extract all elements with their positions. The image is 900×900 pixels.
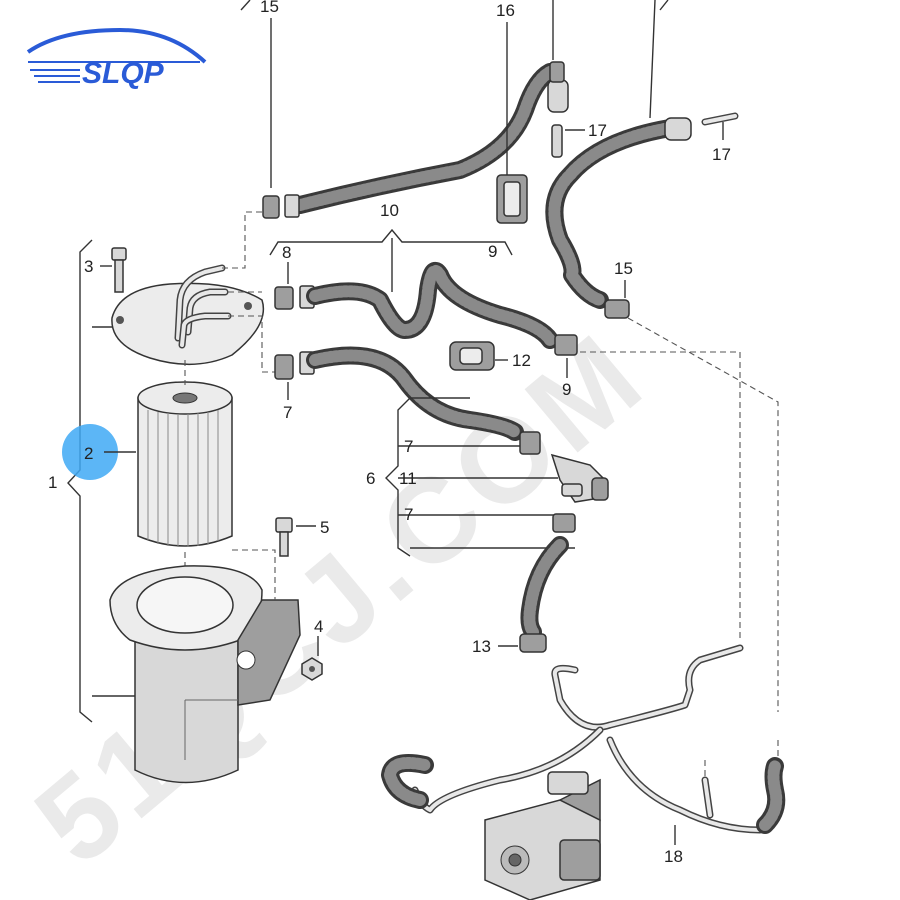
fuel-pump — [484, 771, 601, 900]
bracket-1 — [67, 239, 93, 723]
hose-lower-right — [756, 757, 786, 834]
callout-6: 6 — [366, 469, 375, 488]
callout-17-left: 17 — [588, 121, 607, 140]
callout-18: 18 — [664, 847, 683, 866]
clip-bracket — [496, 174, 528, 224]
callout-7-mid: 7 — [404, 437, 413, 456]
hose-10-upper — [291, 63, 559, 214]
clamp-9-right — [554, 334, 578, 356]
filter-element-2 — [137, 381, 233, 547]
hose-lower-left — [381, 754, 434, 809]
pipe-17-b — [701, 112, 739, 126]
callout-16: 16 — [496, 1, 515, 20]
brand-logo: SLQP — [26, 27, 207, 90]
callout-7-left: 7 — [283, 403, 292, 422]
callout-9-top: 9 — [488, 242, 497, 261]
hose-return-right — [545, 117, 692, 309]
callout-15-top: 15 — [260, 0, 279, 16]
callout-10: 10 — [380, 201, 399, 220]
clamp-13 — [519, 633, 547, 653]
callout-7-low: 7 — [404, 505, 413, 524]
connector-16 — [547, 61, 569, 113]
callout-4: 4 — [314, 617, 323, 636]
hose-9-mid — [306, 262, 559, 349]
clamp-15-top — [262, 194, 300, 219]
hose-lower — [520, 536, 569, 641]
filter-housing — [109, 565, 301, 784]
logo-text: SLQP — [82, 57, 165, 90]
callout-8: 8 — [282, 243, 291, 262]
hose-7-lower — [306, 346, 524, 441]
callout-3: 3 — [84, 257, 93, 276]
bolt-5 — [275, 517, 293, 557]
callout-17-right: 17 — [712, 145, 731, 164]
callout-2: 2 — [84, 444, 93, 463]
connector-11 — [550, 453, 609, 503]
bracket-10 — [269, 228, 513, 256]
callout-13: 13 — [472, 637, 491, 656]
bracket-6 — [385, 397, 411, 557]
callout-11: 11 — [399, 469, 417, 488]
callout-9-right: 9 — [562, 380, 571, 399]
nut-4 — [301, 657, 323, 681]
callout-12: 12 — [512, 351, 531, 370]
clip-12 — [449, 341, 495, 371]
clamp-7-low — [552, 513, 576, 533]
callout-5: 5 — [320, 518, 329, 537]
screw-3 — [111, 247, 127, 293]
filter-lid — [111, 264, 265, 365]
pipe-17-a — [551, 124, 563, 158]
clamp-7-mid — [519, 431, 541, 455]
callout-15-right: 15 — [614, 259, 633, 278]
highlight-circle — [62, 424, 118, 480]
callout-1: 1 — [48, 473, 57, 492]
clamp-15-right — [604, 299, 630, 319]
